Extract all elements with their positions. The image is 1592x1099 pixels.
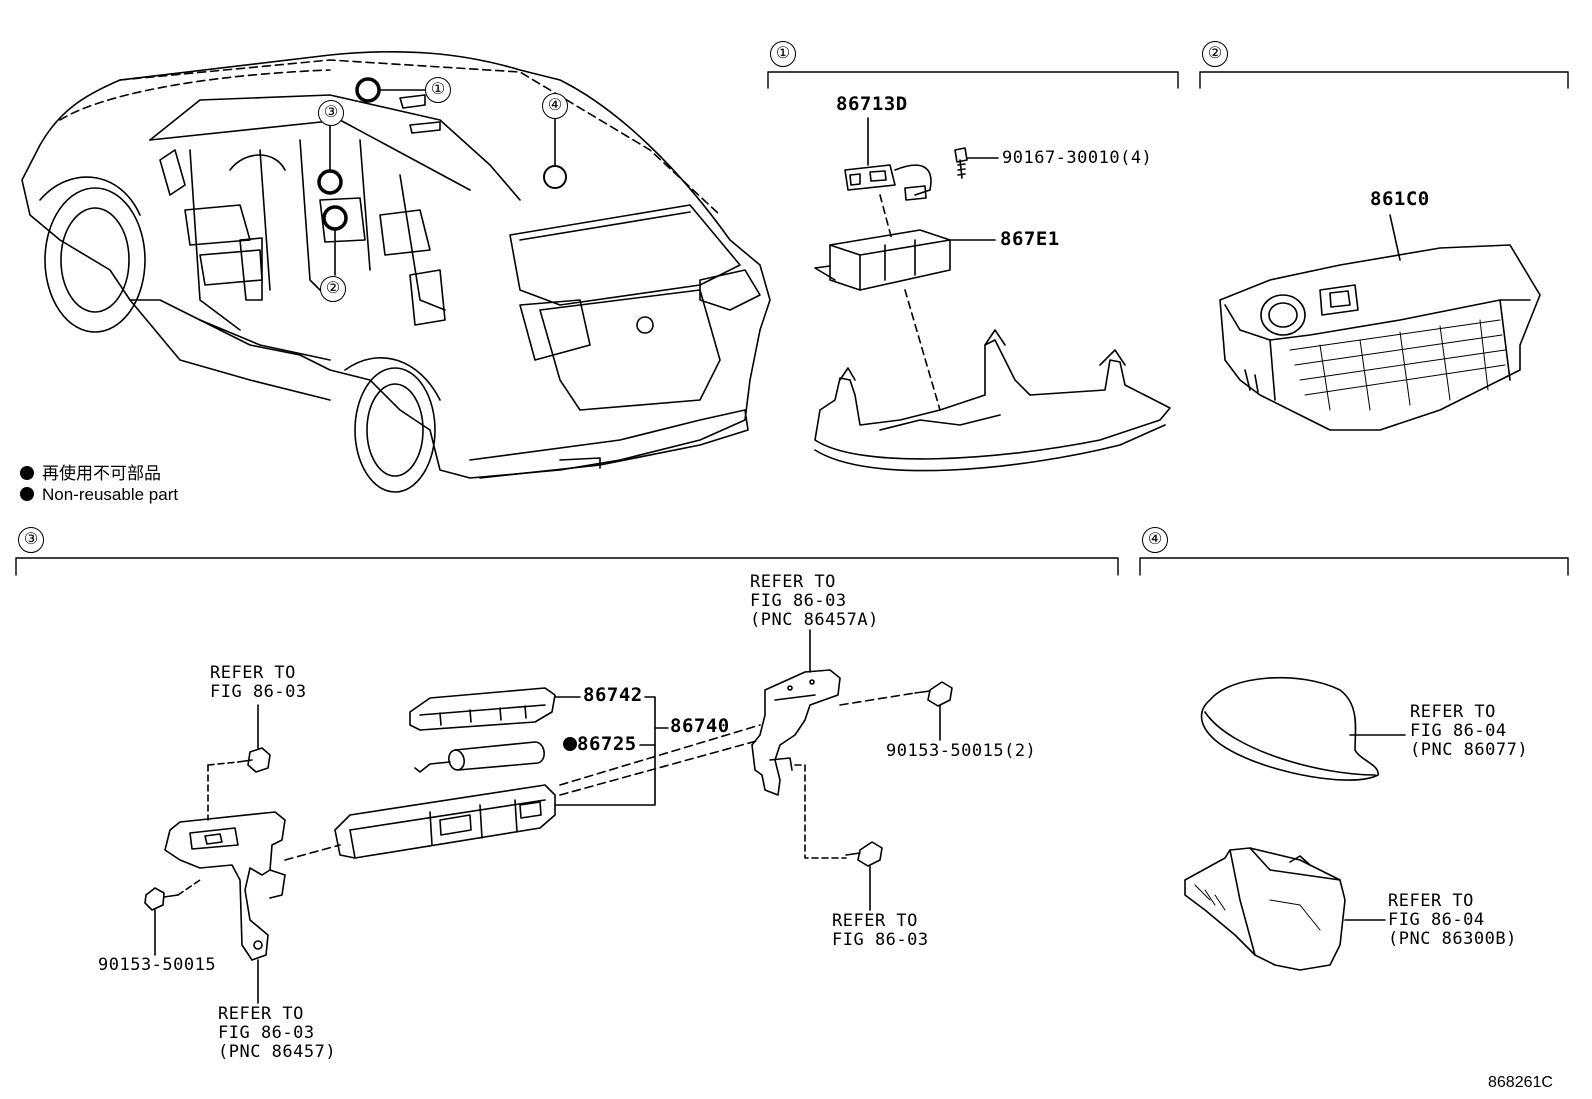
callout-2-car: ② [320,276,346,302]
label-86725: 86725 [563,735,637,754]
callout-4-car: ④ [542,93,568,119]
legend-english: Non-reusable part [20,485,178,505]
bullet-dot-icon [20,466,34,480]
section-2-number: ② [1202,41,1228,67]
label-86740: 86740 [670,715,730,737]
bullet-dot-icon [20,487,34,501]
section-4-number: ④ [1142,527,1168,553]
section3-parts [144,629,953,1004]
label-screw-90167: 90167-30010(4) [1002,148,1153,168]
legend-jp-text: 再使用不可部品 [42,464,161,483]
section1-parts [814,117,1171,472]
section2-parts [1219,214,1541,431]
callout-1-car: ① [425,77,451,103]
callout-3-car: ③ [318,100,344,126]
label-86713D: 86713D [836,93,908,115]
legend-en-text: Non-reusable part [42,485,179,504]
vehicle-illustration [21,50,771,493]
label-861C0: 861C0 [1370,188,1430,210]
section-1-number: ① [770,41,796,67]
section-3-number: ③ [18,527,44,553]
label-86742: 86742 [583,684,643,706]
label-bolt-90153-right: 90153-50015(2) [886,741,1037,761]
section-brackets [15,71,1569,576]
label-867E1: 867E1 [1000,228,1060,250]
non-reusable-dot-icon [563,737,577,751]
legend-japanese: 再使用不可部品 [20,459,161,484]
figure-number: 868261C [1488,1074,1553,1091]
section4-parts [1184,676,1406,971]
label-bolt-90153-left: 90153-50015 [98,955,217,975]
